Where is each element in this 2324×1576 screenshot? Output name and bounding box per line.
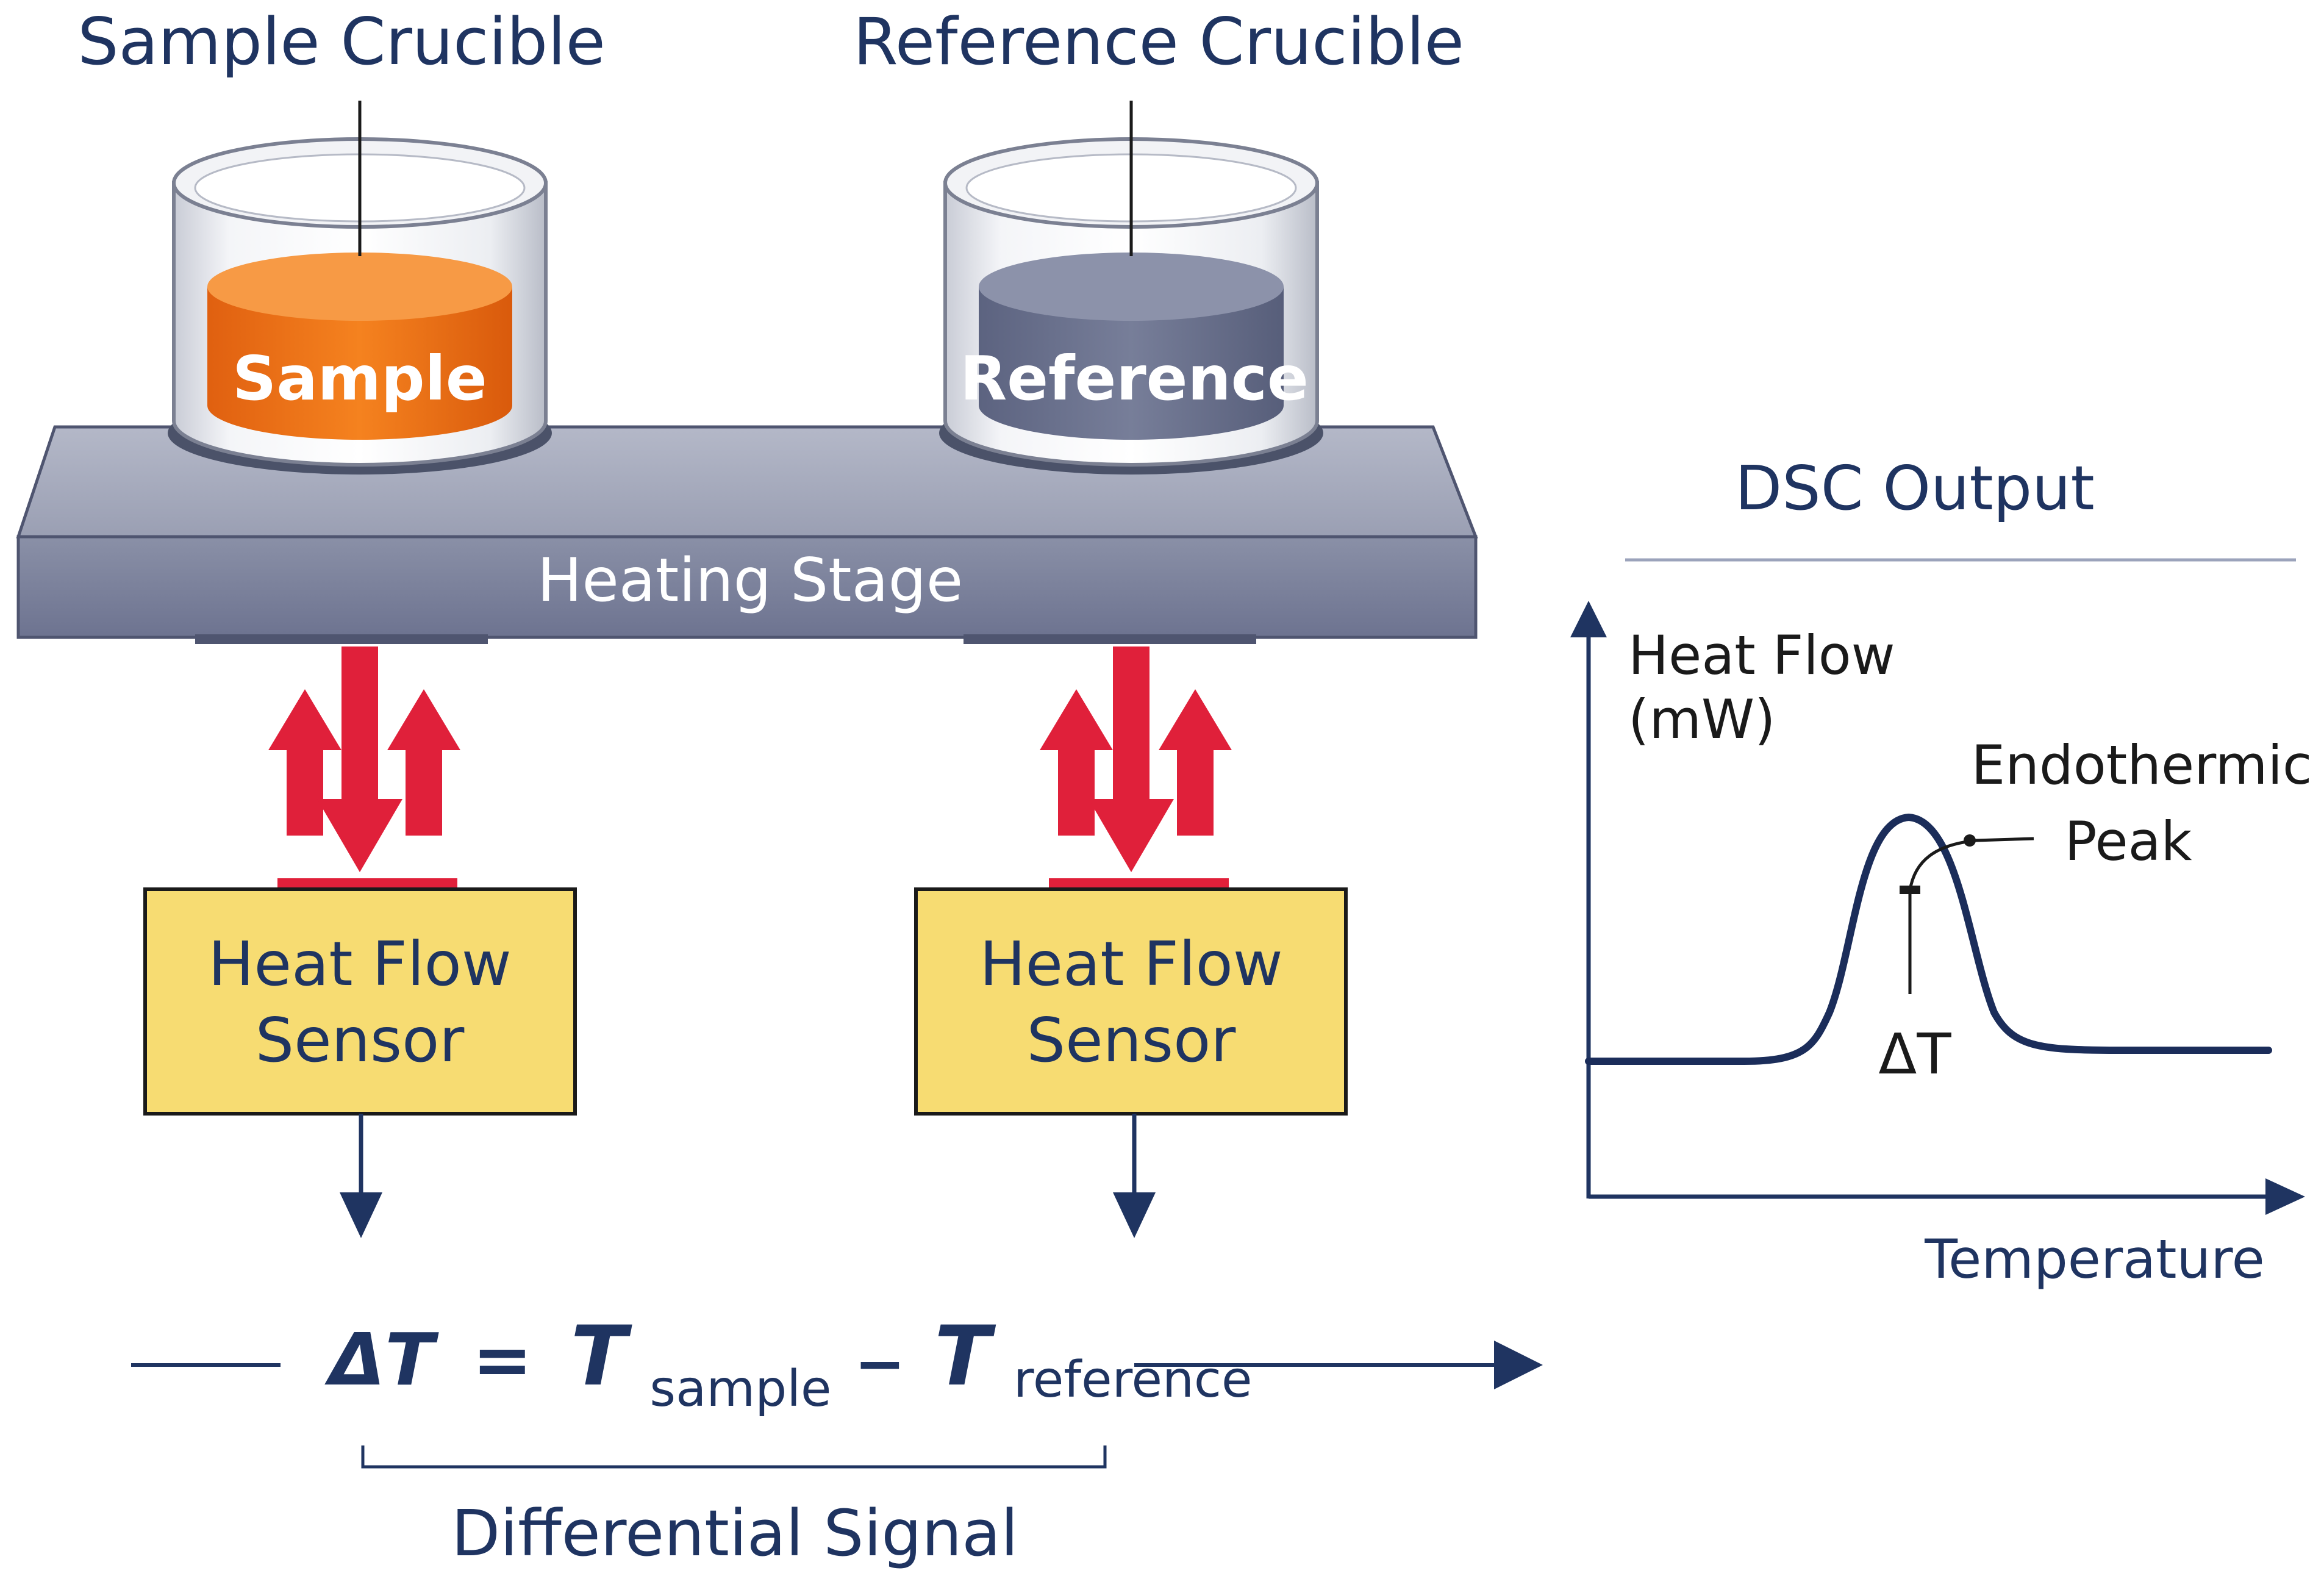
heat-flow-sensor-left — [143, 887, 577, 1116]
differential-bracket — [361, 1445, 1107, 1469]
chart-axes — [1570, 601, 2305, 1215]
eq-t-reference: T — [934, 1308, 996, 1404]
differential-signal-label: Differential Signal — [451, 1496, 1018, 1571]
dsc-curve — [1585, 814, 2272, 1065]
equation-line — [131, 1341, 1543, 1389]
eq-equals: = — [472, 1317, 532, 1402]
heating-stage-label: Heating Stage — [537, 546, 963, 615]
dsc-output-title: DSC Output — [1735, 453, 2094, 524]
sensor-right-line1: Heat Flow — [979, 928, 1282, 1000]
sample-crucible-label: Sample Crucible — [77, 4, 606, 79]
peak-annotation — [1900, 834, 2034, 994]
y-axis-label-line1: Heat Flow — [1628, 624, 1895, 687]
eq-sub-reference: reference — [1014, 1351, 1253, 1409]
peak-label-line2: Peak — [2065, 810, 2192, 873]
reference-label: Reference — [960, 343, 1309, 414]
delta-t-equation: ΔT = T sample − T reference — [324, 1308, 1252, 1423]
reference-crucible — [939, 137, 1323, 475]
heat-flow-arrows-left — [268, 647, 460, 888]
heat-flow-sensor-right — [914, 887, 1348, 1116]
sensor-left-line1: Heat Flow — [208, 928, 511, 1000]
x-axis-label: Temperature — [1924, 1228, 2264, 1291]
eq-delta-t: ΔT — [324, 1317, 439, 1402]
sensor-output-arrows — [340, 1114, 1156, 1238]
y-axis-label-line2: (mW) — [1628, 688, 1775, 751]
reference-crucible-label: Reference Crucible — [853, 4, 1464, 79]
peak-label-line1: Endothermic — [1972, 734, 2312, 797]
sensor-right-line2: Sensor — [1027, 1005, 1237, 1076]
eq-sub-sample: sample — [649, 1360, 831, 1418]
heat-flow-arrows-right — [1040, 647, 1232, 888]
eq-minus: − — [854, 1328, 906, 1399]
sensor-left-line2: Sensor — [256, 1005, 465, 1076]
chart-delta-t-label: ΔT — [1878, 1022, 1951, 1087]
sample-label: Sample — [232, 343, 487, 414]
eq-t-sample: T — [571, 1308, 632, 1404]
